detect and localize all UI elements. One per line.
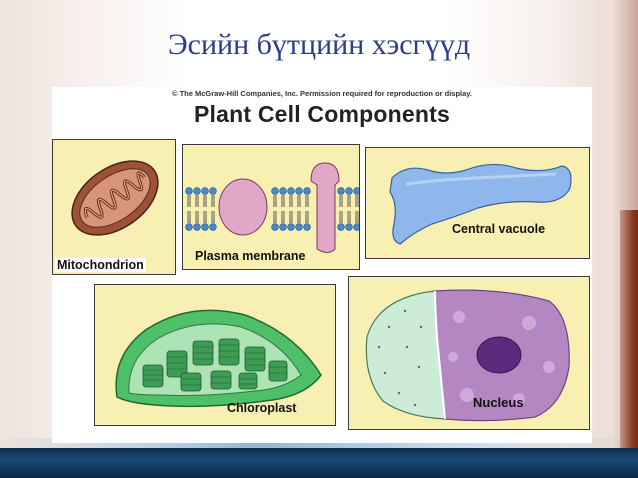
mitochondrion-panel: Mitochondrion: [52, 139, 176, 275]
bottom-decor-bar: [0, 448, 638, 478]
central-vacuole-label: Central vacuole: [452, 222, 546, 236]
nucleus-label: Nucleus: [473, 395, 524, 410]
chloroplast-panel: Chloroplast: [94, 284, 336, 426]
plant-cell-figure: © The McGraw-Hill Companies, Inc. Permis…: [52, 87, 592, 443]
nucleolus: [476, 336, 522, 374]
right-accent-bar: [620, 210, 638, 478]
chromatin-texture: [448, 311, 555, 405]
slide-title: Эсийн бүтцийн хэсгүүд: [167, 28, 471, 61]
plasma-membrane-panel: Plasma membrane: [182, 144, 360, 270]
central-vacuole-illustration: [389, 163, 572, 245]
nucleus-panel: Nucleus: [348, 276, 590, 430]
mitochondrion-label: Mitochondrion: [55, 258, 146, 272]
chloroplast-label: Chloroplast: [227, 401, 297, 415]
mitochondrion-illustration: [71, 160, 159, 236]
nuclear-pores: [377, 309, 423, 407]
lipid-bilayer: [185, 187, 359, 231]
chloroplast-illustration: [115, 309, 322, 408]
nucleus-illustration: [365, 289, 570, 422]
membrane-protein-round: [218, 178, 268, 236]
plasma-membrane-label: Plasma membrane: [195, 249, 306, 263]
central-vacuole-panel: Central vacuole: [365, 147, 590, 259]
grana-lines: [143, 344, 287, 386]
copyright-notice: © The McGraw-Hill Companies, Inc. Permis…: [171, 89, 473, 98]
plasma-membrane-illustration: [185, 162, 359, 254]
figure-title: Plant Cell Components: [194, 101, 450, 127]
membrane-protein-channel: [310, 162, 340, 254]
